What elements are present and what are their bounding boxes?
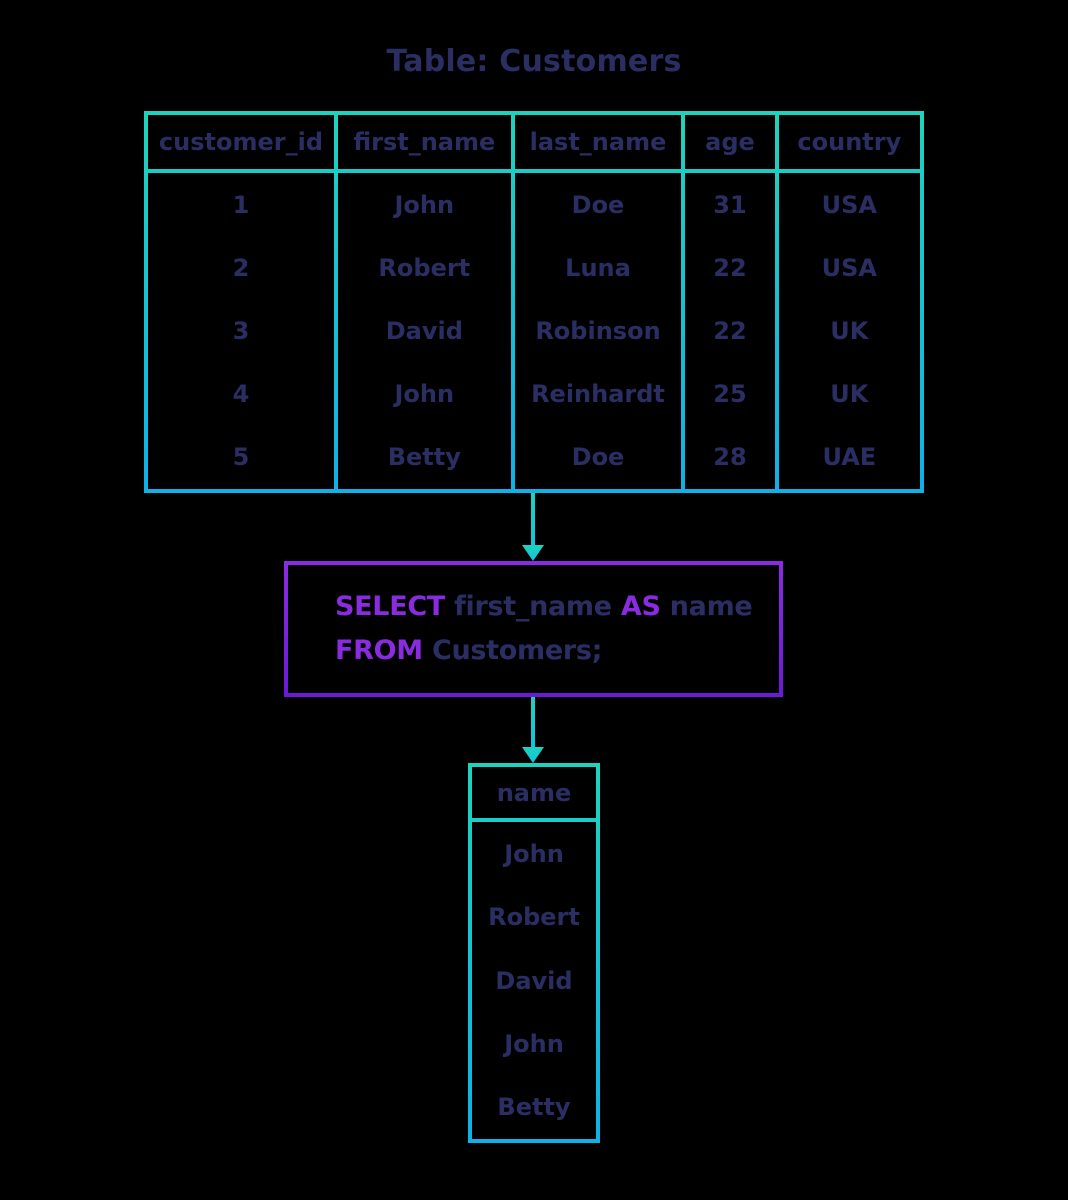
result-cell: John bbox=[504, 1029, 564, 1058]
table-cell: USA bbox=[821, 253, 878, 282]
sql-table-reference: Customers; bbox=[431, 635, 603, 666]
table-cell: John bbox=[394, 190, 455, 219]
sql-keyword-as: AS bbox=[620, 591, 661, 622]
table-cell: 5 bbox=[232, 443, 250, 472]
column-header: first_name bbox=[337, 115, 511, 173]
sql-keyword-from: FROM bbox=[335, 635, 423, 666]
table-cell: David bbox=[385, 317, 463, 345]
table-cell: UK bbox=[830, 317, 869, 345]
column-age: age 31 22 22 25 28 bbox=[685, 115, 779, 489]
table-cell: Betty bbox=[387, 443, 461, 472]
arrow-down-icon bbox=[522, 493, 544, 561]
table-cell: 25 bbox=[713, 380, 747, 409]
sql-query-box: SELECT first_name AS name FROM Customers… bbox=[284, 561, 783, 697]
table-cell: 28 bbox=[713, 443, 747, 472]
table-cell: 3 bbox=[232, 317, 250, 345]
column-country: country USA USA UK UK UAE bbox=[778, 115, 920, 489]
table-cell: 1 bbox=[232, 190, 250, 219]
table-cell: Doe bbox=[571, 443, 625, 472]
sql-query-line-2: FROM Customers; bbox=[335, 629, 779, 673]
page-title: Table: Customers bbox=[386, 44, 682, 79]
sql-select-expression: first_name bbox=[454, 591, 612, 622]
table-cell: 31 bbox=[713, 190, 747, 219]
sql-keyword-select: SELECT bbox=[335, 591, 445, 622]
arrow-stem bbox=[531, 493, 535, 545]
column-customer-id: customer_id 1 2 3 4 5 bbox=[148, 115, 338, 489]
table-cell: UK bbox=[830, 380, 869, 409]
table-cell: 22 bbox=[713, 253, 747, 282]
arrow-stem bbox=[531, 697, 535, 747]
column-last-name: last_name Doe Luna Robinson Reinhardt Do… bbox=[514, 115, 686, 489]
column-header: age bbox=[685, 115, 775, 173]
result-column-header: name bbox=[472, 767, 596, 822]
table-cell: Robinson bbox=[535, 317, 661, 345]
result-table: name John Robert David John Betty bbox=[468, 763, 600, 1143]
result-cell: John bbox=[504, 839, 564, 868]
table-cell: Reinhardt bbox=[531, 380, 665, 409]
table-cell: Luna bbox=[565, 253, 631, 282]
column-header: customer_id bbox=[148, 115, 334, 173]
column-first-name: first_name John Robert David John Betty bbox=[337, 115, 515, 489]
table-cell: Doe bbox=[571, 190, 625, 219]
result-cell: Robert bbox=[488, 903, 580, 932]
table-cell: UAE bbox=[822, 443, 877, 472]
table-cell: 4 bbox=[232, 380, 250, 409]
table-cell: 22 bbox=[713, 317, 747, 345]
table-cell: John bbox=[394, 380, 455, 409]
sql-alias: name bbox=[669, 591, 753, 622]
column-header: last_name bbox=[514, 115, 682, 173]
table-cell: 2 bbox=[232, 253, 250, 282]
arrow-head bbox=[522, 747, 544, 763]
arrow-head bbox=[522, 545, 544, 561]
table-cell: Robert bbox=[378, 253, 471, 282]
customers-table: customer_id 1 2 3 4 5 first_name John Ro… bbox=[144, 111, 924, 493]
result-cell: David bbox=[495, 966, 573, 995]
column-header: country bbox=[778, 115, 920, 173]
sql-query-line-1: SELECT first_name AS name bbox=[335, 585, 779, 629]
result-cell: Betty bbox=[497, 1093, 571, 1122]
arrow-down-icon bbox=[522, 697, 544, 763]
table-cell: USA bbox=[821, 190, 878, 219]
